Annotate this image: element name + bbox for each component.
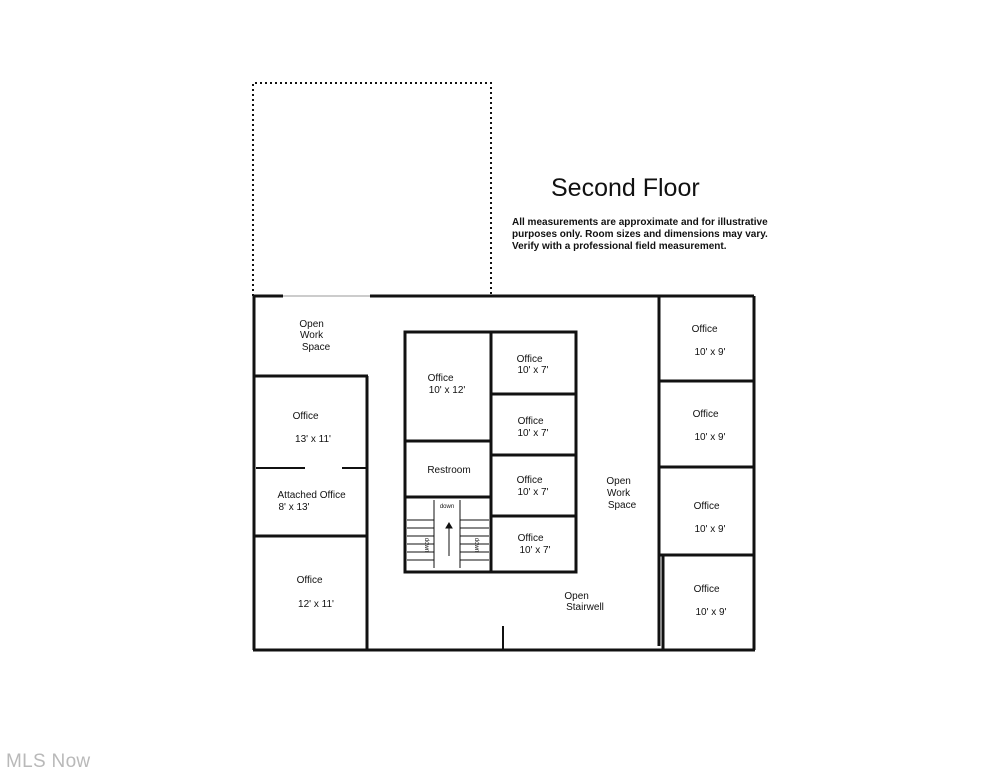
stairs bbox=[407, 500, 489, 568]
left-walls bbox=[254, 374, 369, 650]
disclaimer: All measurements are approximate and for… bbox=[512, 217, 792, 253]
stair-label-right: down bbox=[473, 538, 479, 552]
room-office-left-2: Office 12' x 11' bbox=[297, 575, 334, 610]
room-attached-office: Attached Office 8' x 13' bbox=[278, 490, 349, 513]
room-office-right-1: Office 10' x 9' bbox=[692, 324, 726, 358]
room-open-work-space-nw: Open Work Space bbox=[299, 319, 330, 353]
room-office-right-4: Office 10' x 9' bbox=[694, 584, 727, 618]
room-office-left-1: Office 13' x 11' bbox=[293, 411, 331, 445]
room-restroom: Restroom bbox=[427, 465, 470, 476]
stair-label-left: down bbox=[423, 538, 429, 552]
right-walls bbox=[657, 296, 754, 650]
disclaimer-line: Verify with a professional field measure… bbox=[512, 241, 727, 252]
room-open-stairwell: Open Stairwell bbox=[564, 591, 604, 613]
room-office-center-4: Office 10' x 7' bbox=[518, 533, 551, 556]
room-office-center-2: Office 10' x 7' bbox=[517, 416, 548, 439]
dotted-outline bbox=[252, 82, 492, 296]
room-office-right-2: Office 10' x 9' bbox=[693, 409, 726, 443]
plan-title: Second Floor bbox=[551, 174, 700, 202]
watermark: MLS Now bbox=[6, 751, 91, 772]
room-office-center-1: Office 10' x 7' bbox=[517, 354, 549, 376]
room-office-center-large: Office 10' x 12' bbox=[428, 373, 466, 396]
disclaimer-line: All measurements are approximate and for… bbox=[512, 217, 768, 228]
room-office-center-3: Office 10' x 7' bbox=[517, 475, 549, 498]
center-block-walls bbox=[403, 330, 578, 574]
stair-label-top: down bbox=[440, 504, 454, 510]
room-open-work-space-center: Open Work Space bbox=[606, 476, 636, 511]
disclaimer-line: purposes only. Room sizes and dimensions… bbox=[512, 229, 768, 240]
room-office-right-3: Office 10' x 9' bbox=[694, 501, 726, 535]
